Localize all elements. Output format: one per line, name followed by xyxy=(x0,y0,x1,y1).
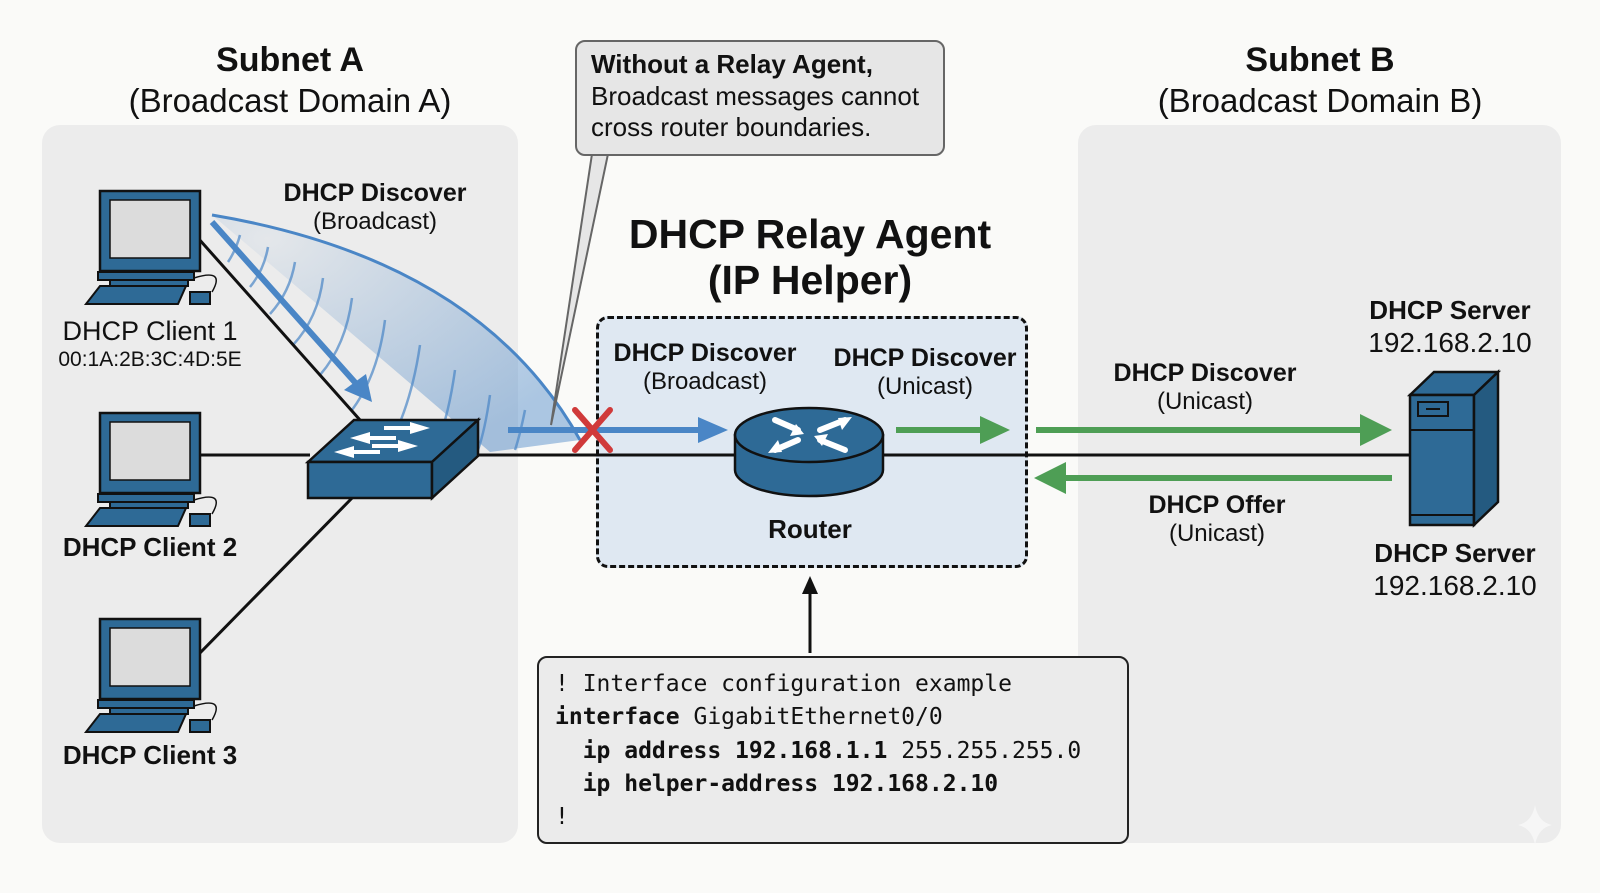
server-label-bottom: DHCP Server 192.168.2.10 xyxy=(1355,538,1555,603)
config-comment: ! Interface configuration example xyxy=(555,671,1012,697)
unicast-offer-arrowhead xyxy=(1034,462,1066,494)
switch-icon xyxy=(304,417,482,501)
callout-heading: Without a Relay Agent, xyxy=(591,49,873,79)
broadcast-arrow-client1 xyxy=(209,220,363,390)
client1-mac: 00:1A:2B:3C:4D:5E xyxy=(58,348,242,372)
router-label-text: Router xyxy=(768,514,852,544)
msg-type: (Broadcast) xyxy=(312,208,438,235)
config-keyword: ip helper-address 192.168.2.10 xyxy=(555,771,999,798)
msg-title: DHCP Discover xyxy=(283,179,467,207)
callout-line2: cross router boundaries. xyxy=(591,112,872,143)
config-value: GigabitEthernet0/0 xyxy=(679,704,943,731)
client2-name: DHCP Client 2 xyxy=(62,532,238,562)
config-interface-line: interface GigabitEthernet0/0 xyxy=(555,701,1111,734)
cables xyxy=(196,237,1410,657)
cable-client1-switch xyxy=(196,237,362,421)
relay-agent-title-line2: (IP Helper) xyxy=(707,256,913,303)
computer-icon-client2 xyxy=(83,411,217,527)
sparkle-icon xyxy=(1518,805,1552,845)
computer-icon-client1 xyxy=(83,189,217,305)
client3-label: DHCP Client 3 xyxy=(50,740,250,771)
broadcast-wave-area xyxy=(212,215,580,452)
msg-title: DHCP Offer xyxy=(1148,491,1286,519)
relay-agent-title-line1: DHCP Relay Agent xyxy=(628,211,992,257)
no-relay-callout: Without a Relay Agent, Broadcast message… xyxy=(575,40,945,156)
msg-discover-unicast-router: DHCP Discover (Unicast) xyxy=(825,343,1025,402)
msg-discover-broadcast-a: DHCP Discover (Broadcast) xyxy=(270,178,480,237)
computer-icon-client3 xyxy=(83,617,217,733)
msg-title: DHCP Discover xyxy=(833,344,1017,372)
server-ip: 192.168.2.10 xyxy=(1368,327,1532,359)
msg-discover-unicast-b: DHCP Discover (Unicast) xyxy=(1100,358,1310,417)
relay-agent-box xyxy=(596,316,1028,568)
subnet-a-title: Subnet A (Broadcast Domain A) xyxy=(80,40,500,120)
cable-client3-switch xyxy=(196,493,357,657)
msg-discover-broadcast-router: DHCP Discover (Broadcast) xyxy=(605,338,805,397)
callout-line1: Broadcast messages cannot xyxy=(591,80,920,111)
subnet-b-title: Subnet B (Broadcast Domain B) xyxy=(1110,40,1530,120)
pointer-arrowhead xyxy=(802,576,818,594)
relay-agent-title: DHCP Relay Agent (IP Helper) xyxy=(600,211,1020,304)
msg-type: (Unicast) xyxy=(1168,520,1265,547)
broadcast-wave-edge xyxy=(211,213,582,441)
subnet-b-subtitle: (Broadcast Domain B) xyxy=(1157,81,1483,119)
callout-tail xyxy=(550,153,610,426)
broadcast-arrowhead-router xyxy=(698,417,728,443)
blocked-x-icon xyxy=(572,407,613,453)
config-end: ! xyxy=(555,804,569,831)
client1-label: DHCP Client 1 00:1A:2B:3C:4D:5E xyxy=(50,315,250,373)
router-icon xyxy=(733,406,885,498)
msg-type: (Broadcast) xyxy=(642,368,768,395)
msg-offer-unicast-b: DHCP Offer (Unicast) xyxy=(1112,490,1322,549)
client2-label: DHCP Client 2 xyxy=(50,532,250,563)
msg-type: (Unicast) xyxy=(1156,388,1253,415)
config-keyword: ip address 192.168.1.1 xyxy=(555,737,888,764)
server-ip: 192.168.2.10 xyxy=(1373,570,1537,602)
server-name: DHCP Server xyxy=(1374,538,1536,568)
subnet-a-subtitle: (Broadcast Domain A) xyxy=(128,81,452,119)
router-label: Router xyxy=(735,514,885,545)
server-name: DHCP Server xyxy=(1369,295,1531,325)
msg-title: DHCP Discover xyxy=(1113,359,1297,387)
config-example-code: ! Interface configuration example interfa… xyxy=(537,656,1129,844)
msg-title: DHCP Discover xyxy=(613,339,797,367)
client3-name: DHCP Client 3 xyxy=(62,740,238,770)
subnet-b-name: Subnet B xyxy=(1245,41,1395,79)
config-keyword: interface xyxy=(555,704,680,731)
config-helper-line: ip helper-address 192.168.2.10 xyxy=(555,768,1111,801)
server-icon xyxy=(1406,369,1502,528)
server-label-top: DHCP Server 192.168.2.10 xyxy=(1350,295,1550,360)
msg-type: (Unicast) xyxy=(876,373,973,400)
broadcast-arrowhead-client1 xyxy=(344,374,372,402)
client1-name: DHCP Client 1 xyxy=(62,316,238,346)
unicast-discover-arrowhead xyxy=(1360,414,1392,446)
config-value: 255.255.255.0 xyxy=(887,737,1082,764)
config-ip-address-line: ip address 192.168.1.1 255.255.255.0 xyxy=(555,735,1111,768)
subnet-a-name: Subnet A xyxy=(216,41,364,79)
unicast-arrowhead-router-out xyxy=(980,416,1010,444)
